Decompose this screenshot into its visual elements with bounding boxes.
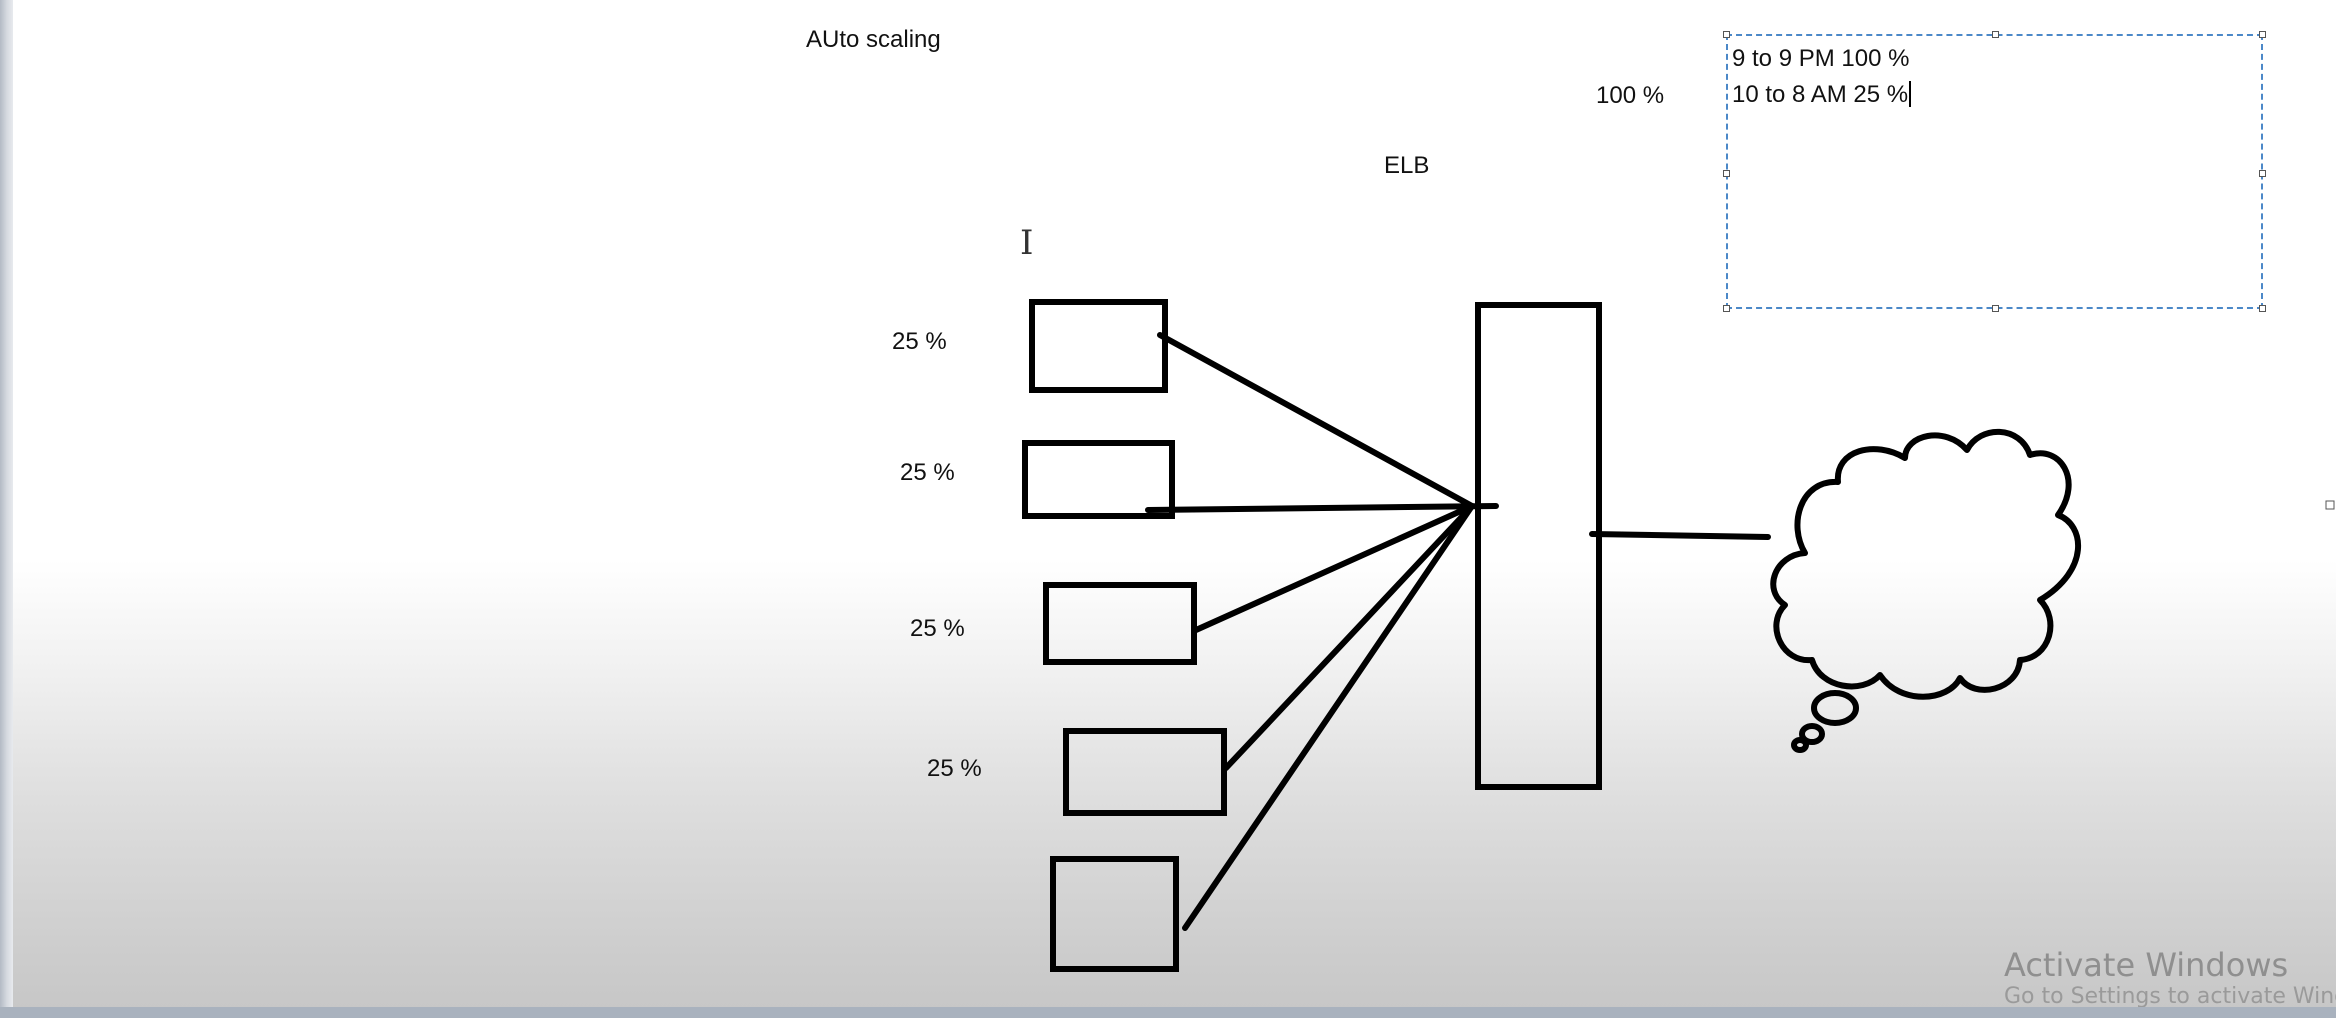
text-caret [1909, 81, 1912, 107]
server-2-percent-label: 25 % [900, 459, 955, 486]
schedule-line-offpeak[interactable]: 10 to 8 AM 25 % [1732, 81, 1912, 108]
resize-handle-middle-left[interactable] [1723, 170, 1730, 177]
server-box-5[interactable] [1050, 856, 1179, 972]
elb-box[interactable] [1475, 302, 1602, 790]
resize-handle-top-right[interactable] [2259, 31, 2266, 38]
resize-handle-top-left[interactable] [1723, 31, 1730, 38]
server-1-percent-label: 25 % [892, 328, 947, 355]
thought-bubble-1 [1811, 690, 1859, 726]
resize-handle-bottom-middle[interactable] [1992, 305, 1999, 312]
diagram-title: AUto scaling [806, 26, 941, 53]
server-box-3[interactable] [1043, 582, 1197, 665]
connector-line-3 [1193, 503, 1475, 633]
server-box-2[interactable] [1022, 440, 1175, 519]
connector-line-2 [1145, 503, 1499, 513]
elb-to-cloud-line [1589, 531, 1771, 540]
resize-handle-bottom-right[interactable] [2259, 305, 2266, 312]
schedule-line-peak-text: 9 to 9 PM 100 % [1732, 45, 1910, 72]
server-3-percent-label: 25 % [910, 615, 965, 642]
cloud-icon[interactable] [1770, 428, 2081, 753]
canvas-handle-right[interactable] [2325, 500, 2335, 510]
connector-line-4 [1223, 503, 1475, 771]
resize-handle-top-middle[interactable] [1992, 31, 1999, 38]
server-4-percent-label: 25 % [927, 755, 982, 782]
bottom-window-edge [0, 1007, 2336, 1018]
schedule-line-peak[interactable]: 9 to 9 PM 100 % [1732, 47, 1909, 71]
schedule-line-offpeak-text: 10 to 8 AM 25 % [1732, 81, 1909, 108]
thought-bubble-2 [1799, 723, 1825, 745]
left-window-edge [0, 0, 13, 1018]
top-percent-label: 100 % [1596, 82, 1665, 109]
resize-handle-bottom-left[interactable] [1723, 305, 1730, 312]
connector-line-1 [1157, 332, 1475, 509]
activate-windows-watermark: Activate Windows Go to Settings to activ… [2004, 948, 2336, 1012]
resize-handle-middle-right[interactable] [2259, 170, 2266, 177]
server-box-4[interactable] [1063, 728, 1227, 816]
watermark-title: Activate Windows [2004, 948, 2289, 984]
elb-label: ELB [1384, 152, 1430, 179]
schedule-textbox[interactable]: 9 to 9 PM 100 % 10 to 8 AM 25 % [1723, 31, 2266, 312]
i-beam-cursor-icon: I [1020, 223, 1034, 263]
server-box-1[interactable] [1029, 299, 1168, 393]
watermark-subtitle: Go to Settings to activate Windows. [2004, 984, 2336, 1010]
connector-line-5 [1182, 503, 1475, 931]
thought-bubble-3 [1791, 737, 1809, 753]
